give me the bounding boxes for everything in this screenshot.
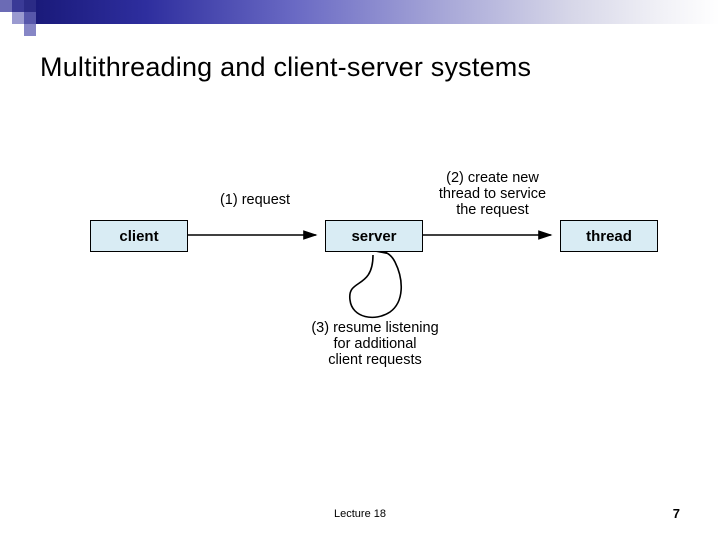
label-create-thread: (2) create new thread to service the req… (415, 170, 570, 218)
diagram-connectors (187, 230, 553, 319)
label-resume-line1: (3) resume listening (311, 320, 439, 336)
node-server: server (325, 220, 423, 252)
arrow-server-self-loop (349, 244, 402, 319)
page-title: Multithreading and client-server systems (40, 52, 532, 82)
footer-note: Lecture 18 (334, 508, 386, 520)
node-thread-label: thread (586, 227, 632, 245)
header-band (0, 0, 720, 40)
node-client-label: client (119, 227, 159, 245)
node-server-label: server (351, 227, 397, 245)
decor-square-4 (12, 12, 24, 24)
label-request: (1) request (219, 192, 291, 208)
node-client: client (90, 220, 188, 252)
label-create-thread-line2: thread to service (438, 186, 547, 202)
node-thread: thread (560, 220, 658, 252)
decor-square-6 (24, 24, 36, 36)
header-gradient-bar (36, 0, 720, 24)
label-create-thread-line3: the request (456, 202, 529, 218)
slide-number: 7 (672, 506, 680, 521)
decor-square-1 (0, 0, 12, 12)
label-resume-line3: client requests (328, 352, 422, 368)
label-resume-listening: (3) resume listening for additional clie… (280, 320, 470, 368)
label-create-thread-line1: (2) create new (446, 170, 539, 186)
label-resume-line2: for additional (333, 336, 417, 352)
decor-square-2 (12, 0, 24, 12)
client-server-thread-diagram: client server thread (1) request (2) cre… (0, 150, 720, 400)
decor-square-3 (24, 0, 36, 12)
decor-square-5 (24, 12, 36, 24)
